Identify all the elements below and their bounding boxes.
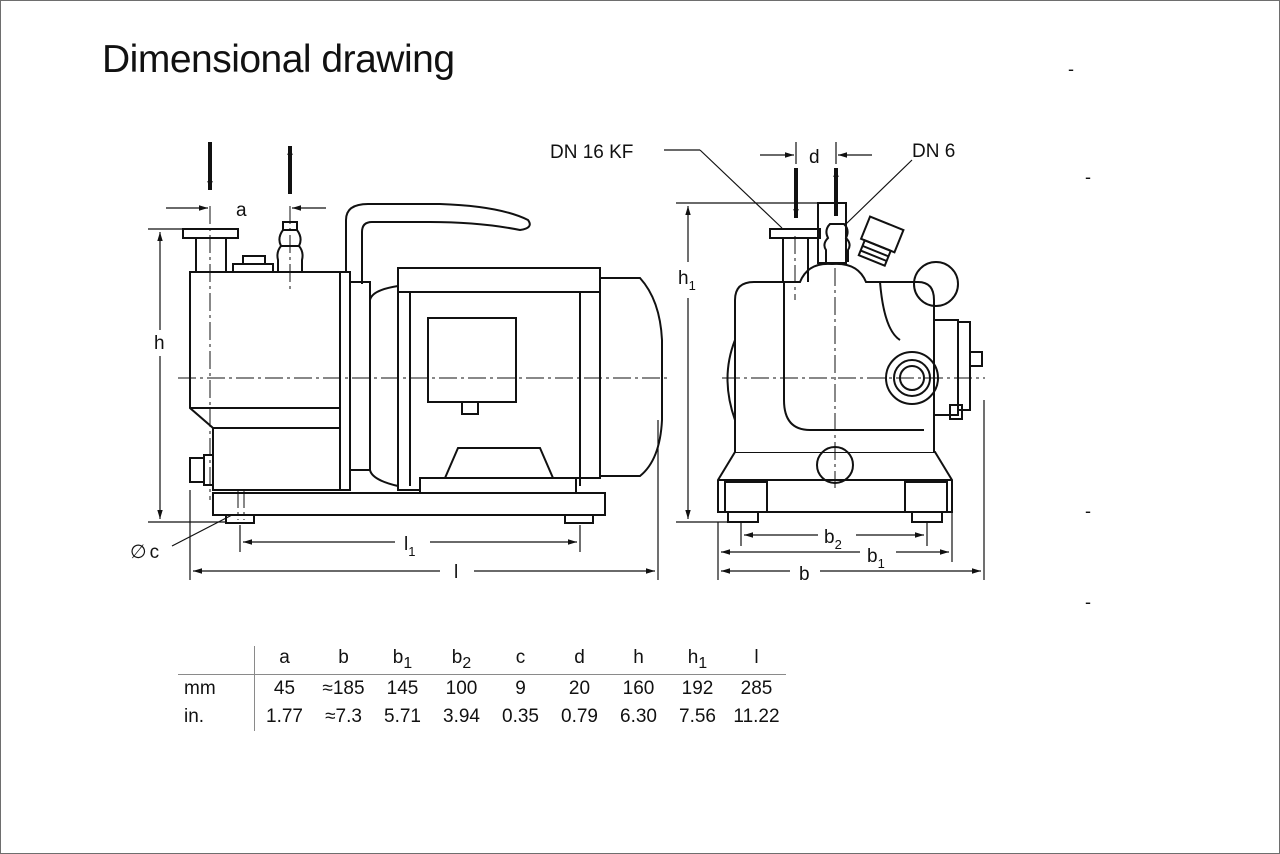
table-cell: 7.56 [679,706,716,727]
table-row: in. 1.77 ≈7.3 5.71 3.94 0.35 0.79 6.30 7… [178,703,786,731]
margin-dash: - [1085,501,1091,521]
margin-dash: - [1085,592,1091,612]
header-d: d [550,646,609,675]
label-b2: b2 [824,527,842,552]
dimension-table: a b b1 b2 c d h h1 l mm 45 ≈185 145 100 … [178,646,786,731]
table-cell: ≈7.3 [325,706,362,727]
table-cell: 0.79 [561,706,598,727]
table-cell: ≈185 [322,678,365,699]
table-cell: 192 [681,678,714,699]
header-h: h [609,646,668,675]
table-cell: 20 [568,678,591,699]
table-corner [178,646,255,675]
table-cell: 6.30 [620,706,657,727]
label-h: h [154,333,165,354]
side-view-dimensions [148,142,659,580]
header-h1: h1 [668,646,727,675]
front-view-centerlines [722,236,985,488]
table-cell: 5.71 [384,706,421,727]
label-l1: l1 [404,534,415,559]
table-cell: 145 [386,678,419,699]
table-cell: 1.77 [266,706,303,727]
label-l: l [454,562,458,583]
label-dn6: DN 6 [912,141,955,162]
side-view [182,203,663,524]
label-d: d [809,147,820,168]
table-row: mm 45 ≈185 145 100 9 20 160 192 285 [178,674,786,703]
table-cell: 100 [445,678,478,699]
table-cell: 0.35 [502,706,539,727]
margin-dash: - [1085,167,1091,187]
table-cell: 285 [740,678,773,699]
header-b1: b1 [373,646,432,675]
front-view-dimensions [664,142,985,580]
table-header-row: a b b1 b2 c d h h1 l [178,646,786,675]
label-h1: h1 [678,268,696,293]
header-b2: b2 [432,646,491,675]
header-a: a [254,646,314,675]
table-cell: 160 [622,678,655,699]
label-dn16kf: DN 16 KF [550,142,633,163]
row-unit-mm: mm [178,674,255,703]
front-view [717,202,983,523]
label-diameter-c: ∅c [130,542,159,563]
front-view-labels: DN 16 KF DN 6 d h1 b2 b1 b [550,141,955,585]
table-cell: 3.94 [443,706,480,727]
header-b: b [314,646,373,675]
side-view-centerlines [178,206,668,520]
label-b1: b1 [867,546,885,571]
table-cell: 9 [515,678,526,699]
margin-dash: - [1068,59,1074,79]
table-cell: 45 [273,678,296,699]
label-b: b [799,564,810,585]
label-a: a [236,200,247,221]
row-unit-in: in. [178,703,255,731]
header-c: c [491,646,550,675]
table-cell: 11.22 [733,706,780,727]
header-l: l [727,646,786,675]
side-view-labels: a h ∅c l1 l [130,200,458,583]
page-title: Dimensional drawing [102,38,455,81]
